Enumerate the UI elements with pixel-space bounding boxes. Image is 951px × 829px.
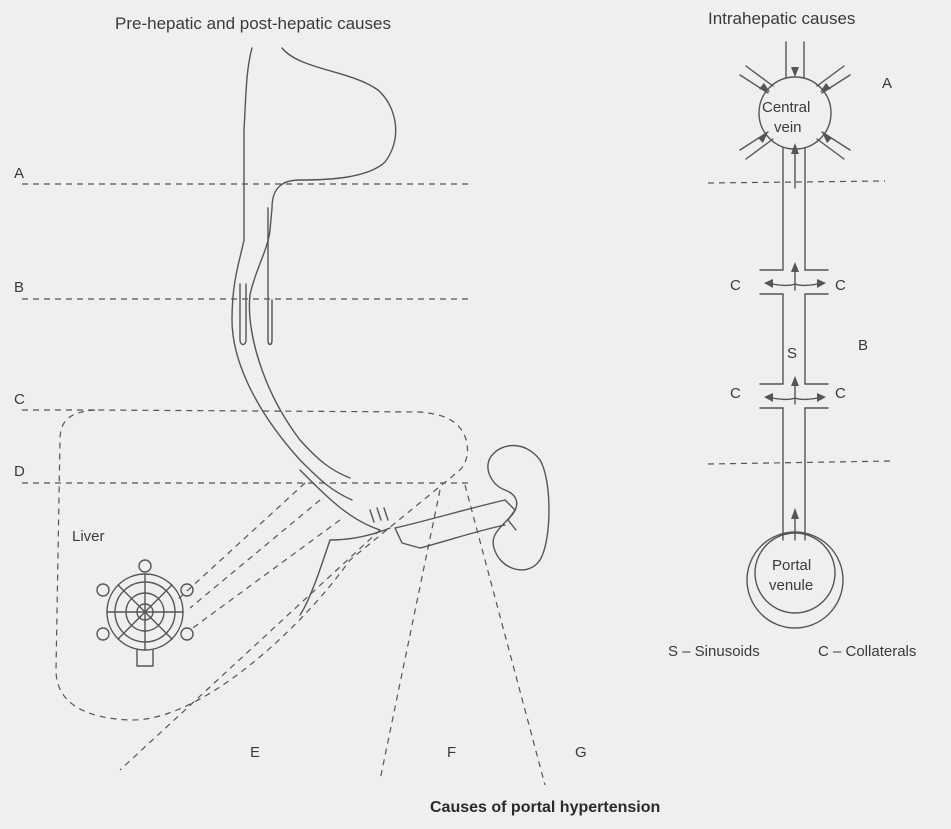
collateral-label-1r: C xyxy=(835,277,846,294)
splenic-hilum xyxy=(505,500,516,530)
collateral-label-1l: C xyxy=(730,277,741,294)
legend-collaterals: C – Collaterals xyxy=(818,643,916,660)
sinusoid-label: S xyxy=(787,345,797,362)
spleen-outline xyxy=(488,446,549,570)
liver-outline xyxy=(56,410,468,720)
collateral-label-2l: C xyxy=(730,385,741,402)
region-label-f: F xyxy=(447,744,456,761)
level-line-right-b xyxy=(708,461,892,464)
heading-pre-post-hepatic: Pre-hepatic and post-hepatic causes xyxy=(115,14,391,33)
left-level-lines xyxy=(22,184,472,483)
portal-venule-label-line1: Portal xyxy=(772,557,811,574)
region-label-g: G xyxy=(575,744,587,761)
central-vein-label-line2: vein xyxy=(774,119,802,136)
figure-caption: Causes of portal hypertension xyxy=(430,799,660,816)
legend-sinusoids: S – Sinusoids xyxy=(668,643,760,660)
collateral-label-2r: C xyxy=(835,385,846,402)
level-label-c: C xyxy=(14,391,25,408)
level-label-b: B xyxy=(14,279,24,296)
liver-label: Liver xyxy=(72,528,105,545)
portal-venule-label-line2: venule xyxy=(769,577,813,594)
radiating-dashed-lines xyxy=(120,483,545,785)
ivc-and-heart xyxy=(232,48,396,500)
portal-venous-system xyxy=(300,470,505,615)
heading-intrahepatic: Intrahepatic causes xyxy=(708,9,855,28)
right-level-label-b: B xyxy=(858,337,868,354)
region-label-e: E xyxy=(250,744,260,761)
intrahepatic-diagram: Central vein A C C S B C C Portal v xyxy=(708,42,892,628)
level-label-a: A xyxy=(14,165,24,182)
central-vein-label-line1: Central xyxy=(762,99,810,116)
level-label-d: D xyxy=(14,463,25,480)
level-line-right-a xyxy=(708,181,885,183)
right-level-label-a: A xyxy=(882,75,892,92)
liver-lobule-icon xyxy=(97,560,193,666)
